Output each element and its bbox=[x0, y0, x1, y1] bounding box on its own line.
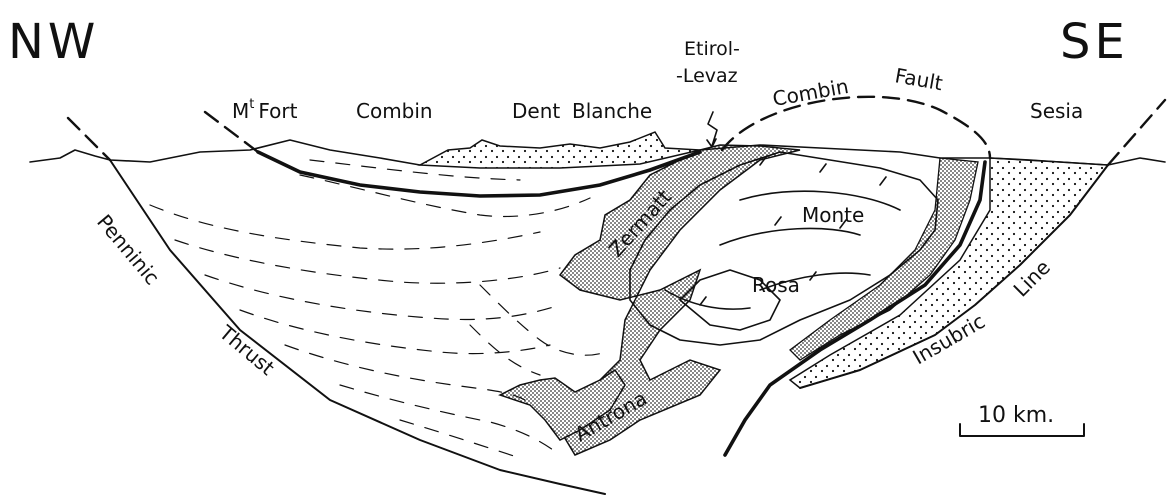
insubric-projection bbox=[1108, 100, 1165, 165]
combin-label: Combin bbox=[356, 99, 433, 123]
combin-fault-label-2: Fault bbox=[893, 63, 945, 95]
penninic-label: Penninic bbox=[92, 210, 164, 290]
penninic-thrust bbox=[110, 160, 605, 494]
levaz-label: -Levaz bbox=[676, 65, 738, 87]
monte-label: Monte bbox=[802, 203, 864, 227]
scale-bar-label: 10 km. bbox=[978, 403, 1054, 428]
etirol-levaz-pointer bbox=[707, 112, 717, 147]
rosa-label: Rosa bbox=[752, 273, 800, 297]
thrust-label: Thrust bbox=[214, 320, 279, 380]
scale-bar: 10 km. bbox=[960, 403, 1084, 436]
blanche-label: Blanche bbox=[572, 99, 652, 123]
dent-label: Dent bbox=[512, 99, 560, 123]
se-label: SE bbox=[1060, 14, 1129, 70]
nw-label: NW bbox=[8, 14, 99, 70]
etirol-label: Etirol- bbox=[684, 38, 740, 60]
combin-fault-label-1: Combin bbox=[771, 74, 851, 111]
dent-blanche-unit bbox=[420, 132, 700, 168]
sesia-label: Sesia bbox=[1030, 99, 1083, 123]
